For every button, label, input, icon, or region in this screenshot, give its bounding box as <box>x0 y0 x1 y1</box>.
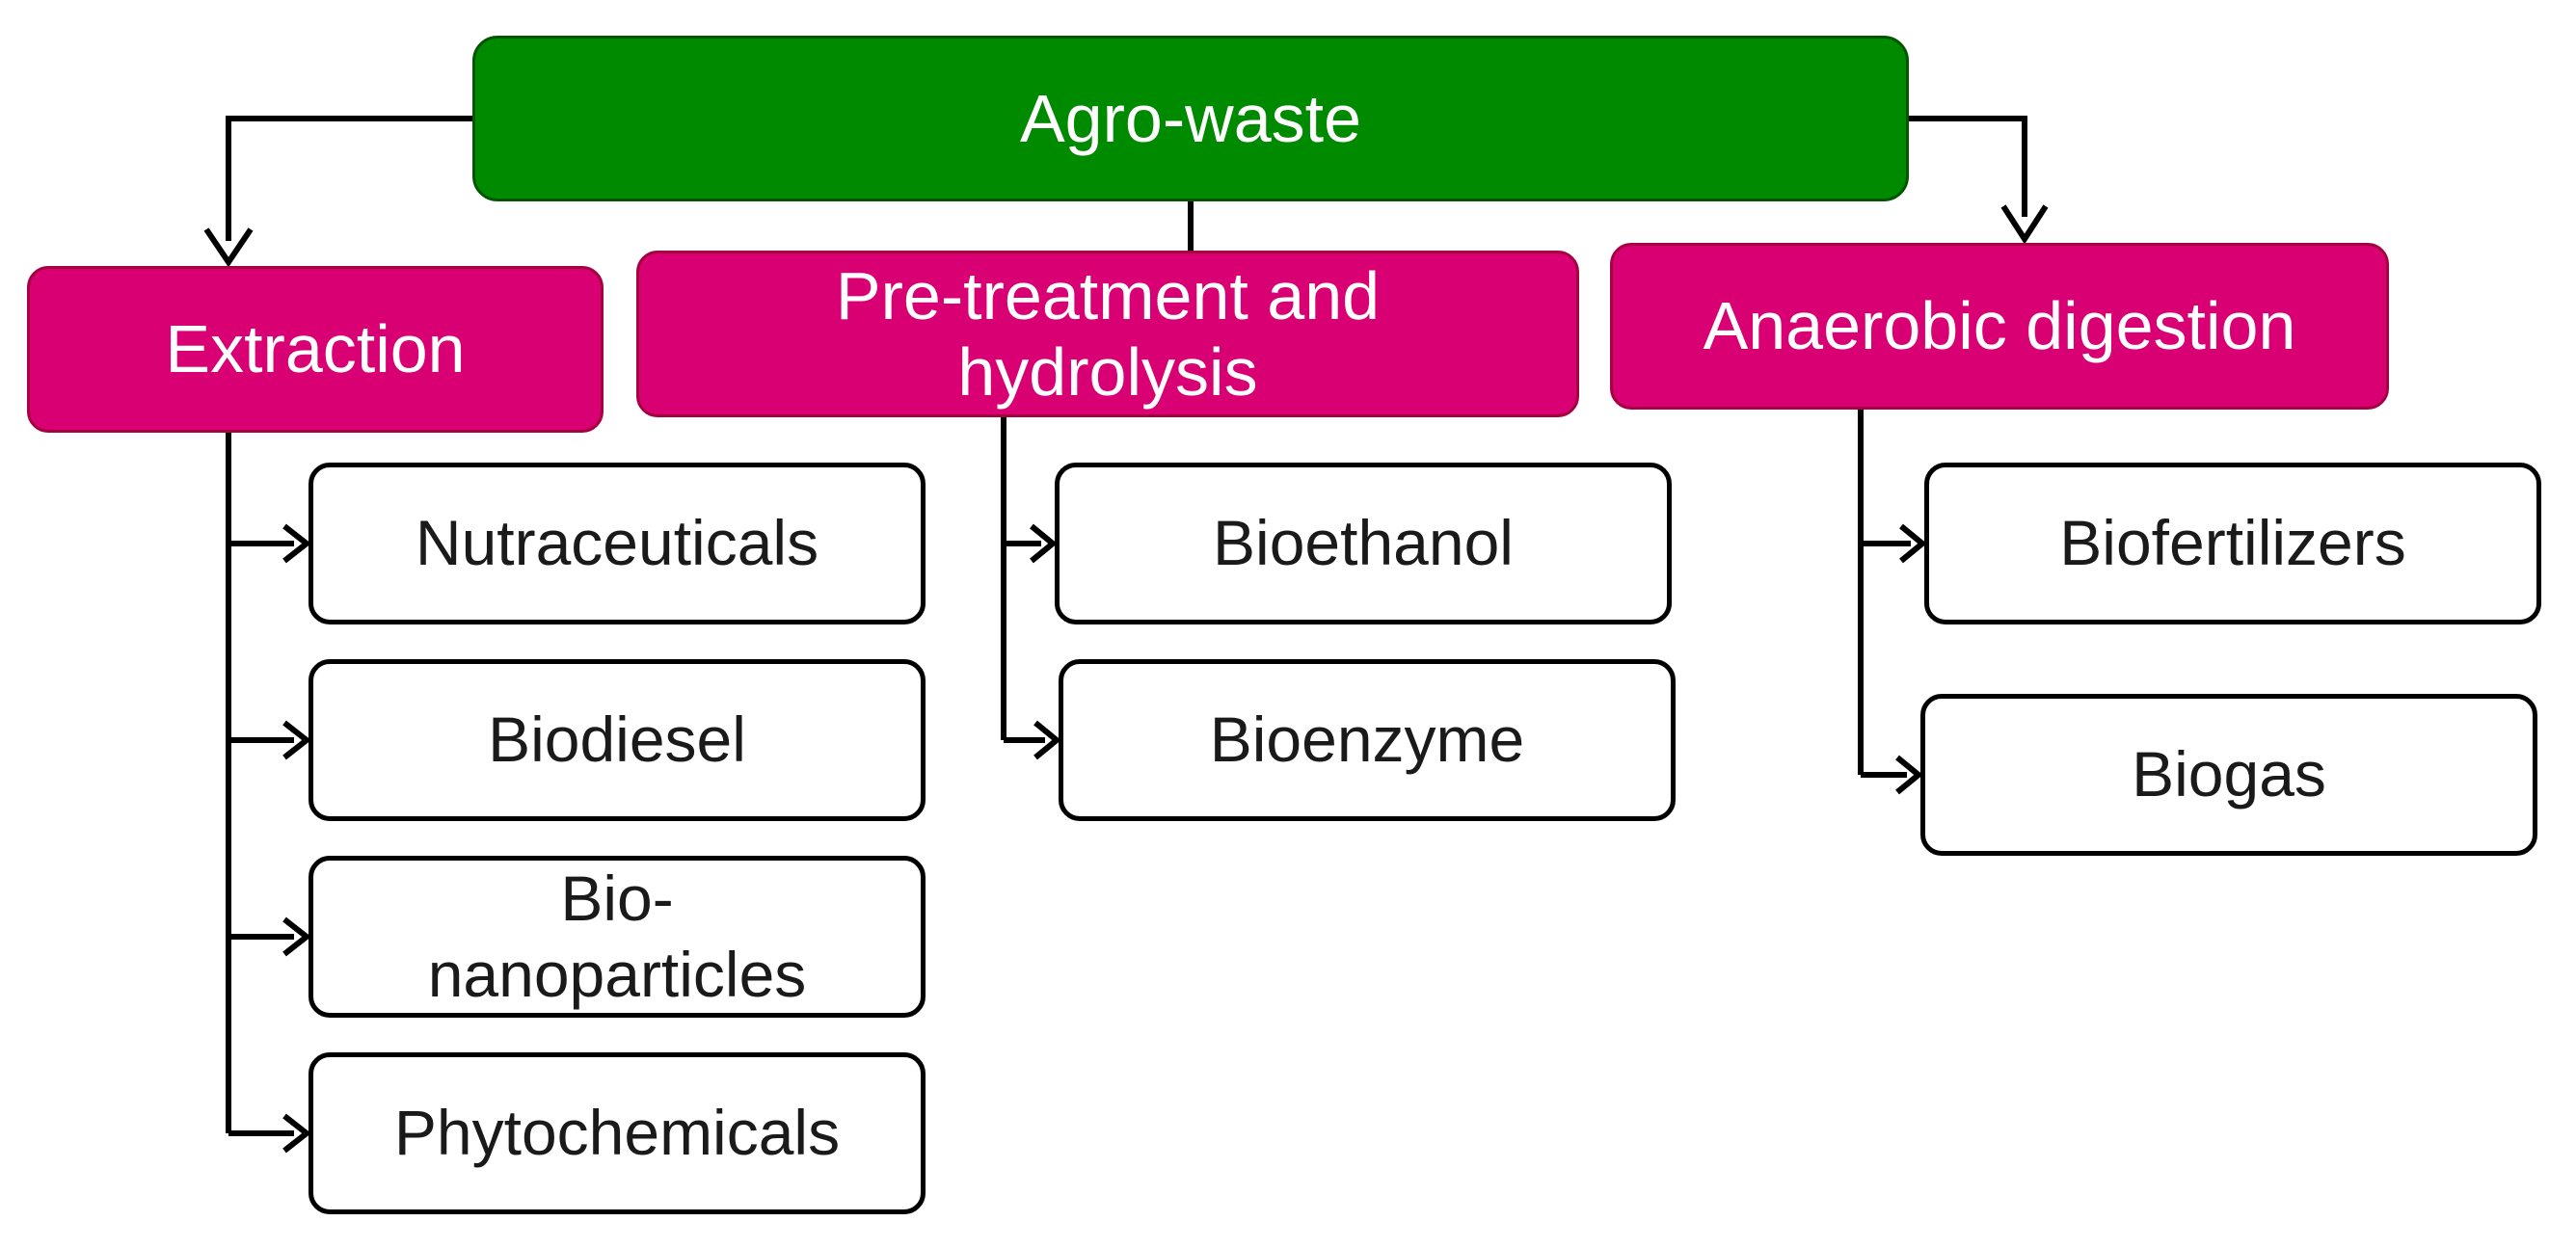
leaf-label: Bioenzyme <box>1209 704 1525 776</box>
leaf-bio-nanoparticles: Bio- nanoparticles <box>309 856 926 1018</box>
leaf-bioethanol: Bioethanol <box>1055 463 1672 624</box>
arrowhead-bioethanol <box>1030 523 1058 564</box>
arrowhead-anaerobic <box>2000 204 2049 245</box>
arrowhead-biogas <box>1895 755 1923 795</box>
leaf-label: Phytochemicals <box>393 1097 841 1169</box>
leaf-bioenzyme: Bioenzyme <box>1059 659 1676 821</box>
arrowhead-biodiesel <box>282 720 311 760</box>
leaf-label: Biogas <box>2132 738 2326 810</box>
arrowhead-phytochemicals <box>282 1113 311 1154</box>
leaf-biodiesel: Biodiesel <box>309 659 926 821</box>
category-anaerobic-digestion: Anaerobic digestion <box>1610 243 2389 410</box>
connector-root-to-extraction <box>226 116 472 241</box>
root-node-agro-waste: Agro-waste <box>472 36 1909 201</box>
leaf-label: Biofertilizers <box>2059 507 2406 579</box>
arrowhead-nutraceuticals <box>282 523 311 564</box>
category-extraction: Extraction <box>27 266 604 433</box>
leaf-label: Biodiesel <box>488 704 746 776</box>
root-label: Agro-waste <box>1019 81 1362 156</box>
leaf-label: Bioethanol <box>1213 507 1514 579</box>
connector-root-to-anaerobic <box>1909 116 2027 217</box>
leaf-biofertilizers: Biofertilizers <box>1924 463 2541 624</box>
category-label-pretreatment: Pre-treatment and hydrolysis <box>835 258 1381 410</box>
category-pretreatment-hydrolysis: Pre-treatment and hydrolysis <box>636 251 1579 417</box>
leaf-phytochemicals: Phytochemicals <box>309 1052 926 1214</box>
category-label-extraction: Extraction <box>165 311 466 387</box>
category-label-anaerobic: Anaerobic digestion <box>1703 288 2296 364</box>
leaf-label: Nutraceuticals <box>415 507 819 579</box>
arrowhead-biofertilizers <box>1899 523 1927 564</box>
leaf-biogas: Biogas <box>1920 694 2537 856</box>
arrowhead-bio-nanoparticles <box>282 916 311 957</box>
arrowhead-extraction <box>203 227 254 268</box>
arrowhead-bioenzyme <box>1033 720 1061 760</box>
leaf-nutraceuticals: Nutraceuticals <box>309 463 926 624</box>
leaf-label: Bio- nanoparticles <box>427 862 807 1010</box>
